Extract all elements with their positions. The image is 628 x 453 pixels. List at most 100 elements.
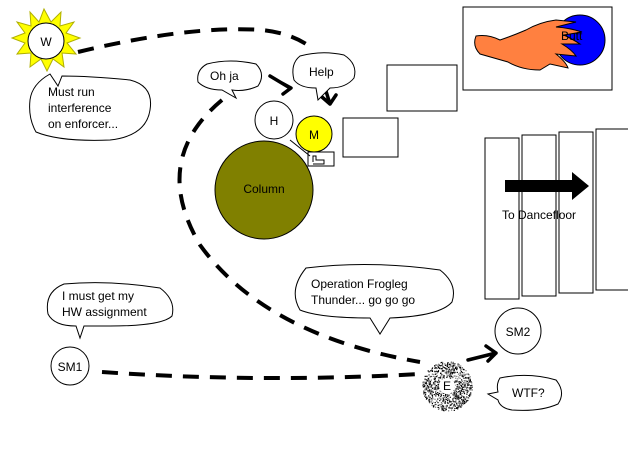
movement-paths (77, 27, 421, 381)
e-noise-dot (430, 369, 432, 372)
e-noise-dot (456, 403, 458, 405)
e-noise-dot (467, 382, 469, 384)
e-noise-dot (469, 376, 471, 378)
e-noise-dot (447, 363, 449, 366)
e-noise-dot (465, 381, 468, 383)
e-noise-dot (450, 404, 452, 406)
e-noise-dot (444, 402, 446, 404)
e-noise-dot (457, 402, 459, 404)
e-noise-dot (457, 364, 459, 366)
e-noise-dot (468, 384, 470, 386)
column: Column (214, 140, 314, 240)
e-noise-dot (435, 370, 437, 372)
e-noise-dot (458, 365, 460, 368)
e-noise-dot (442, 405, 444, 407)
e-noise-dot (435, 367, 437, 369)
e-noise-dot (431, 370, 433, 372)
e-noise-dot (437, 402, 439, 404)
e-noise-dot (446, 371, 448, 373)
e-noise-dot (438, 406, 440, 409)
e-noise-dot (449, 365, 451, 367)
e-noise-dot (444, 367, 446, 369)
e-noise-dot (469, 380, 471, 382)
e-noise-dot (453, 369, 455, 372)
e-noise-dot (470, 387, 472, 389)
e-noise-dot (447, 365, 449, 367)
e-noise-dot (457, 395, 459, 397)
arrow-ohja-to-h (268, 74, 293, 96)
e-noise-dot (450, 407, 452, 409)
e-noise-dot (456, 386, 458, 388)
e-noise-dot (434, 398, 436, 400)
e-noise-dot (458, 391, 460, 393)
e-noise-dot (434, 383, 436, 385)
e-noise-dot (437, 404, 439, 406)
e-noise-dot (425, 381, 427, 383)
e-noise-dot (438, 387, 440, 389)
e-noise-dot (436, 380, 438, 382)
e-noise-dot (471, 382, 473, 384)
e-noise-dot (454, 407, 456, 410)
e-noise-dot (447, 402, 449, 404)
e-noise-dot (455, 381, 457, 383)
e-noise-dot (455, 398, 457, 400)
e-noise-dot (445, 406, 448, 408)
e-noise-dot (454, 367, 457, 370)
e-noise-dot (427, 399, 430, 401)
bubble-wtf-text: WTF? (512, 386, 545, 400)
e-noise-dot (450, 365, 453, 367)
e-noise-dot (442, 363, 444, 365)
e-noise-dot (439, 365, 441, 367)
e-noise-dot (467, 377, 470, 379)
e-noise-dot (466, 389, 468, 391)
e-noise-dot (456, 381, 458, 383)
e-noise-dot (448, 370, 450, 372)
e-noise-dot (453, 368, 455, 370)
e-noise-dot (435, 389, 437, 391)
e-noise-dot (452, 376, 454, 378)
e-noise-dot (442, 397, 444, 399)
e-noise-dot (436, 406, 439, 408)
e-center (439, 378, 455, 394)
e-noise-dot (440, 396, 442, 398)
e-noise-dot (443, 405, 445, 407)
e-noise-dot (461, 386, 463, 388)
e-noise-dot (443, 375, 445, 377)
e-noise-dot (452, 371, 454, 373)
e-noise-dot (428, 390, 430, 392)
e-noise-dot (463, 375, 465, 377)
e-noise-dot (462, 402, 464, 404)
e-noise-dot (437, 387, 439, 389)
e-noise-dot (466, 377, 468, 379)
e-noise-dot (436, 389, 438, 391)
e-noise-dot (463, 380, 465, 382)
e-noise-dot (438, 395, 440, 397)
e-noise-dot (438, 363, 440, 365)
e-noise-dot (460, 405, 462, 407)
path-sm1-to-e (101, 370, 421, 381)
e-noise-dot (462, 401, 464, 403)
e-noise-dot (462, 384, 464, 386)
e-noise-dot (425, 394, 427, 396)
e-noise-dot (453, 364, 455, 366)
e-noise-dot (454, 405, 456, 407)
e-noise-dot (434, 377, 436, 379)
e-noise-dot (462, 375, 464, 377)
e-noise-dot (437, 365, 439, 367)
e-noise-dot (460, 384, 462, 387)
e-noise-dot (441, 409, 443, 411)
e-noise-dot (431, 404, 433, 407)
bubble-wtf: WTF? (486, 374, 562, 411)
e-noise-dot (469, 388, 471, 390)
e-noise-dot (455, 388, 457, 390)
e-noise-dot (440, 393, 442, 395)
e-noise-dot (464, 398, 466, 400)
e-noise-dot (449, 407, 451, 409)
e-noise-dot (460, 390, 463, 392)
hand-cursor-icon (289, 139, 335, 167)
e-noise-dot (466, 391, 469, 393)
e-noise-dot (435, 403, 437, 406)
e-noise-dot (465, 377, 467, 379)
bubble-operation-shape (294, 263, 454, 335)
e-noise-dot (444, 372, 447, 374)
